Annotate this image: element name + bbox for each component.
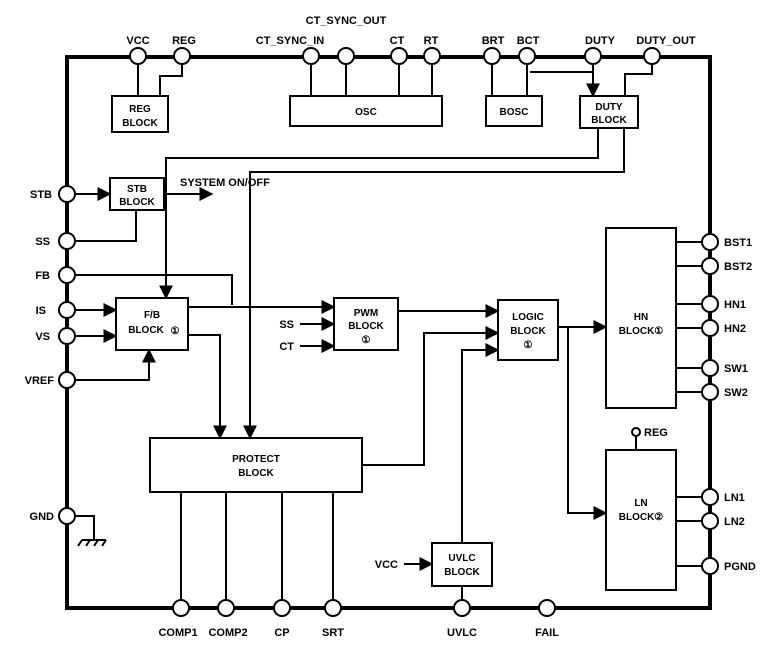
- pin-label-is: IS: [36, 305, 46, 317]
- pin-label-sw2: SW2: [724, 387, 748, 399]
- pin-circles: [58, 47, 719, 617]
- pin-label-pgnd: PGND: [724, 561, 756, 573]
- pin-label-ct-sync-in: CT_SYNC_IN: [256, 35, 325, 47]
- pin-label-hn1: HN1: [724, 299, 746, 311]
- pin-label-vs: VS: [35, 331, 50, 343]
- pin-label-sw1: SW1: [724, 363, 748, 375]
- reg-block: [111, 95, 169, 133]
- pin-label-ss: SS: [35, 236, 50, 248]
- misc-labels: SYSTEM ON/OFF SS CT VCC REG: [180, 177, 668, 571]
- pin-label-comp2: COMP2: [208, 627, 247, 639]
- bosc-block: [485, 95, 543, 127]
- pwm-ss-label: SS: [279, 319, 294, 331]
- hn-block: [605, 227, 677, 409]
- reg-block-label-2: BLOCK: [122, 118, 158, 129]
- pin-label-fb: FB: [35, 270, 50, 282]
- ln-block: [605, 449, 677, 591]
- pin-label-hn2: HN2: [724, 323, 746, 335]
- pin-label-vref: VREF: [25, 375, 55, 387]
- fb-block: [115, 297, 189, 351]
- pin-label-brt: BRT: [482, 35, 505, 47]
- pin-label-bct: BCT: [517, 35, 540, 47]
- pin-labels: VCC REG CT_SYNC_IN CT_SYNC_OUT CT RT BRT…: [25, 15, 756, 639]
- pin-label-bst1: BST1: [724, 237, 752, 249]
- block-labels: REG BLOCK OSC BOSC DUTY BLOCK STB BLOCK …: [119, 102, 663, 578]
- blocks: [109, 95, 677, 591]
- logic-block-label-1: LOGIC: [512, 312, 544, 323]
- ln-block-label-1: LN: [634, 498, 647, 509]
- uvlc-block-label-1: UVLC: [448, 553, 475, 564]
- pin-label-cp: CP: [274, 627, 289, 639]
- protect-block: [149, 437, 363, 493]
- stb-block-label-2: BLOCK: [119, 197, 155, 208]
- wires: [68, 56, 710, 608]
- osc-block-label: OSC: [355, 107, 377, 118]
- stb-block: [109, 177, 165, 211]
- hn-block-label-2: BLOCK①: [619, 326, 664, 337]
- pin-label-fail: FAIL: [535, 627, 559, 639]
- pwm-block-mark: ①: [362, 335, 371, 346]
- uvlc-vcc-label: VCC: [375, 559, 398, 571]
- protect-block-label-2: BLOCK: [238, 468, 274, 479]
- pin-label-duty-out: DUTY_OUT: [636, 35, 696, 47]
- pin-label-uvlc: UVLC: [447, 627, 477, 639]
- pin-label-ln1: LN1: [724, 492, 745, 504]
- fb-block-mark: ①: [171, 326, 180, 337]
- reg-block-label-1: REG: [129, 104, 151, 115]
- pin-label-bst2: BST2: [724, 261, 752, 273]
- pin-label-comp1: COMP1: [158, 627, 197, 639]
- uvlc-block: [431, 542, 493, 587]
- system-onoff-label: SYSTEM ON/OFF: [180, 177, 270, 189]
- pin-label-gnd: GND: [30, 511, 55, 523]
- logic-block: [497, 299, 559, 361]
- pin-label-rt: RT: [424, 35, 439, 47]
- pin-label-ct-sync-out: CT_SYNC_OUT: [306, 15, 387, 27]
- duty-block: [579, 95, 639, 129]
- protect-block-label-1: PROTECT: [232, 454, 280, 465]
- logic-block-mark: ①: [524, 340, 533, 351]
- pin-label-reg: REG: [172, 35, 196, 47]
- pin-label-stb: STB: [30, 189, 52, 201]
- fb-block-label-2: BLOCK: [128, 325, 164, 336]
- duty-block-label-1: DUTY: [595, 102, 623, 113]
- pwm-ct-label: CT: [279, 341, 294, 353]
- pwm-block-label-1: PWM: [354, 308, 378, 319]
- pin-label-ln2: LN2: [724, 516, 745, 528]
- pwm-block-label-2: BLOCK: [348, 321, 384, 332]
- bosc-block-label: BOSC: [500, 107, 529, 118]
- hn-block-label-1: HN: [634, 312, 648, 323]
- pin-label-ct: CT: [390, 35, 405, 47]
- ln-block-label-2: BLOCK②: [619, 512, 664, 523]
- fb-block-label-1: F/B: [144, 310, 160, 321]
- stb-block-label-1: STB: [127, 184, 147, 195]
- pin-label-duty: DUTY: [585, 35, 616, 47]
- pin-label-vcc: VCC: [126, 35, 149, 47]
- osc-block: [289, 95, 443, 127]
- pwm-block: [333, 297, 399, 351]
- logic-block-label-2: BLOCK: [510, 326, 546, 337]
- ln-reg-label: REG: [644, 427, 668, 439]
- uvlc-block-label-2: BLOCK: [444, 567, 480, 578]
- pin-label-srt: SRT: [322, 627, 344, 639]
- duty-block-label-2: BLOCK: [591, 115, 627, 126]
